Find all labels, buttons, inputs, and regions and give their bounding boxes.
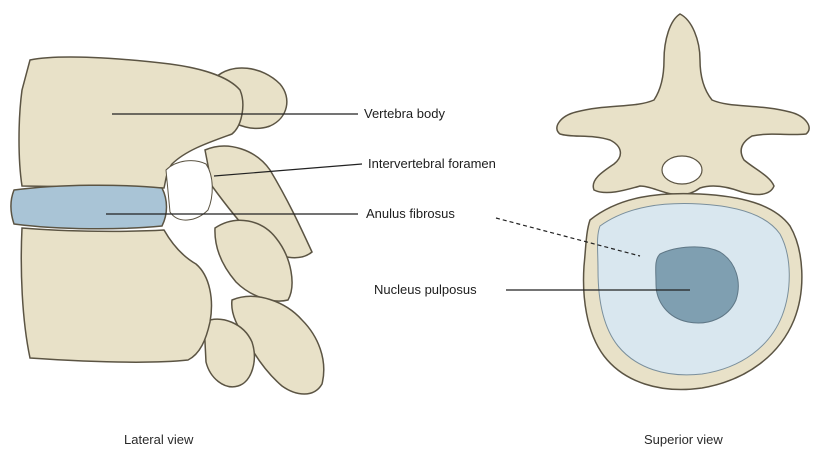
- intervertebral-disc: [11, 185, 167, 229]
- caption-lateral-view: Lateral view: [124, 432, 193, 447]
- vertebral-foramen: [662, 156, 702, 184]
- caption-superior-view: Superior view: [644, 432, 723, 447]
- label-anulus-fibrosus: Anulus fibrosus: [366, 206, 455, 222]
- lateral-view-illustration: [11, 57, 324, 394]
- label-vertebral-body: Vertebra body: [364, 106, 445, 122]
- superior-view-illustration: [557, 14, 809, 390]
- label-nucleus-pulposus: Nucleus pulposus: [374, 282, 477, 298]
- nucleus-pulposus: [656, 247, 739, 323]
- label-intervertebral-foramen: Intervertebral foramen: [368, 156, 496, 172]
- lower-vertebral-body: [21, 228, 211, 362]
- foramen-shadow: [166, 161, 212, 220]
